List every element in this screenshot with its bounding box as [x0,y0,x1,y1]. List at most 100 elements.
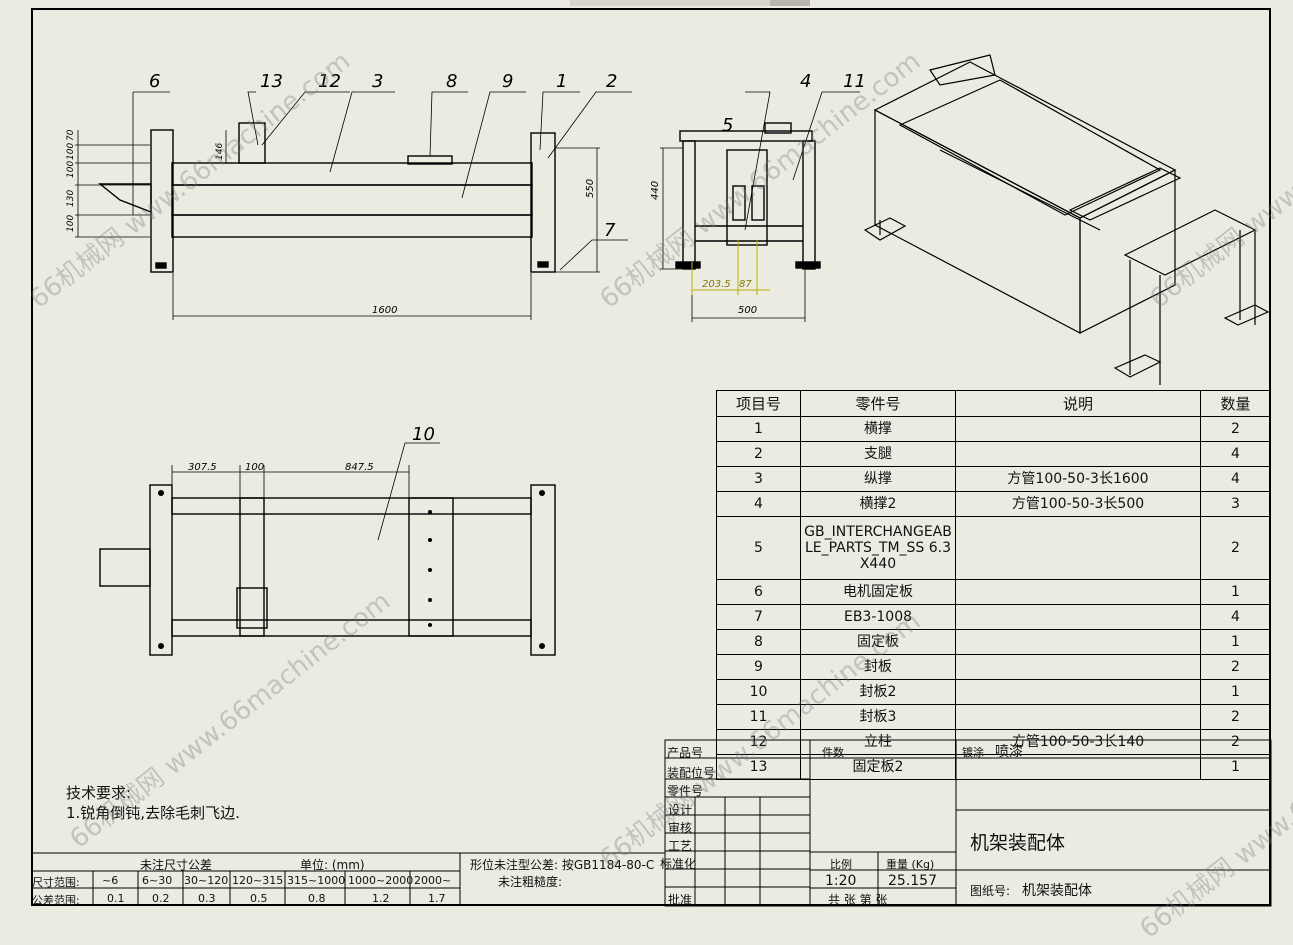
bom-qty: 1 [1200,579,1271,605]
bom-desc: 方管100-50-3长140 [955,729,1201,755]
tech-requirement-1: 1.锐角倒钝,去除毛刺飞边. [66,804,240,822]
tol-cell: 0.5 [250,892,268,905]
bom-desc [955,516,1201,580]
bom-part: 横撑2 [800,491,956,517]
bom-no: 9 [716,654,801,680]
tol-cell: 1.2 [372,892,390,905]
bom-part: 封板2 [800,679,956,705]
top-toolbar-strip [570,0,810,6]
dim-side-a: 203.5 [702,279,731,290]
dim-front-146: 146 [215,143,225,160]
bom-desc [955,441,1201,467]
bom-part: 固定板 [800,629,956,655]
bom-desc [955,579,1201,605]
bom-part: 电机固定板 [800,579,956,605]
dim-top-b: 100 [245,462,264,473]
bom-qty: 2 [1200,516,1271,580]
dim-top-c: 847.5 [345,462,374,473]
tb-coating: 喷漆 [995,744,1023,760]
tech-requirements-title: 技术要求: [66,784,132,802]
bom-qty: 3 [1200,491,1271,517]
balloon-11: 11 [843,71,866,92]
roughness: 未注粗糙度: [498,875,563,889]
bom-desc [955,679,1201,705]
tb-part-no: 零件号 [667,784,704,798]
bom-no: 13 [716,754,801,780]
bom-desc [955,704,1201,730]
tb-process: 工艺 [668,839,693,853]
tb-drawing-title: 机架装配体 [970,832,1066,854]
balloon-3: 3 [372,71,383,92]
dim-side-width: 500 [738,305,757,316]
bom-part: GB_INTERCHANGEABLE_PARTS_TM_SS 6.3X440 [800,516,956,580]
bom-qty: 2 [1200,704,1271,730]
bom-qty: 1 [1200,629,1271,655]
drawing-canvas: 6 13 12 3 8 9 1 2 7 5 4 11 10 1600 550 7… [31,54,1272,907]
bom-qty: 1 [1200,679,1271,705]
title-block-lines [31,739,1272,907]
tb-scale-label: 比例 [830,858,852,871]
bom-no: 11 [716,704,801,730]
tol-cell: 0.1 [107,892,125,905]
bom-no: 1 [716,416,801,442]
balloon-2: 2 [606,71,617,92]
dim-top-a: 307.5 [188,462,217,473]
dim-front-70: 70 [66,129,76,141]
tol-title: 未注尺寸公差 [140,858,213,872]
dim-front-100c: 100 [66,143,76,160]
bom-qty: 2 [1200,729,1271,755]
bom-no: 5 [716,516,801,580]
bom-qty: 4 [1200,466,1271,492]
dim-front-130: 130 [66,190,76,207]
range-cell: ~6 [102,874,119,887]
balloon-7: 7 [604,220,616,241]
tol-range-label: 公差范围: [32,894,80,907]
bom-header-desc: 说明 [955,390,1201,417]
isometric-view [863,54,1270,385]
dim-front-length: 1600 [372,305,397,316]
tb-sheets: 共 张 第 张 [828,893,888,907]
dim-side-height: 440 [650,181,661,200]
bom-qty: 2 [1200,654,1271,680]
bom-part: 固定板2 [800,754,956,780]
tb-assembly-no: 装配位号 [667,766,716,780]
bom-header-row: 项目号 零件号 说明 数量 [716,390,1271,417]
bom-desc [955,629,1201,655]
bom-no: 6 [716,579,801,605]
tb-drawing-no-label: 图纸号: [970,884,1011,898]
bom-desc: 方管100-50-3长1600 [955,466,1201,492]
bom-no: 7 [716,604,801,630]
bom-qty: 1 [1200,754,1271,780]
tb-review: 审核 [668,821,693,835]
balloon-9: 9 [502,71,513,92]
bom-no: 8 [716,629,801,655]
tb-coating-label: 镀涂 [962,746,984,759]
bom-desc [955,416,1201,442]
tb-standard: 标准化 [660,857,697,871]
balloon-13: 13 [260,71,283,92]
range-cell: 315~1000 [287,874,346,887]
bom-header-qty: 数量 [1200,390,1271,417]
range-cell: 2000~ [414,874,452,887]
tb-weight-label: 重量 (Kg) [886,858,935,871]
range-cell: 1000~2000 [348,874,414,887]
bom-no: 2 [716,441,801,467]
dim-front-100a: 100 [66,161,76,178]
toolbar-handle[interactable] [770,0,810,6]
size-range-label: 尺寸范围: [32,876,80,889]
range-cell: 120~315 [232,874,284,887]
balloon-6: 6 [149,71,160,92]
bom-part: 横撑 [800,416,956,442]
